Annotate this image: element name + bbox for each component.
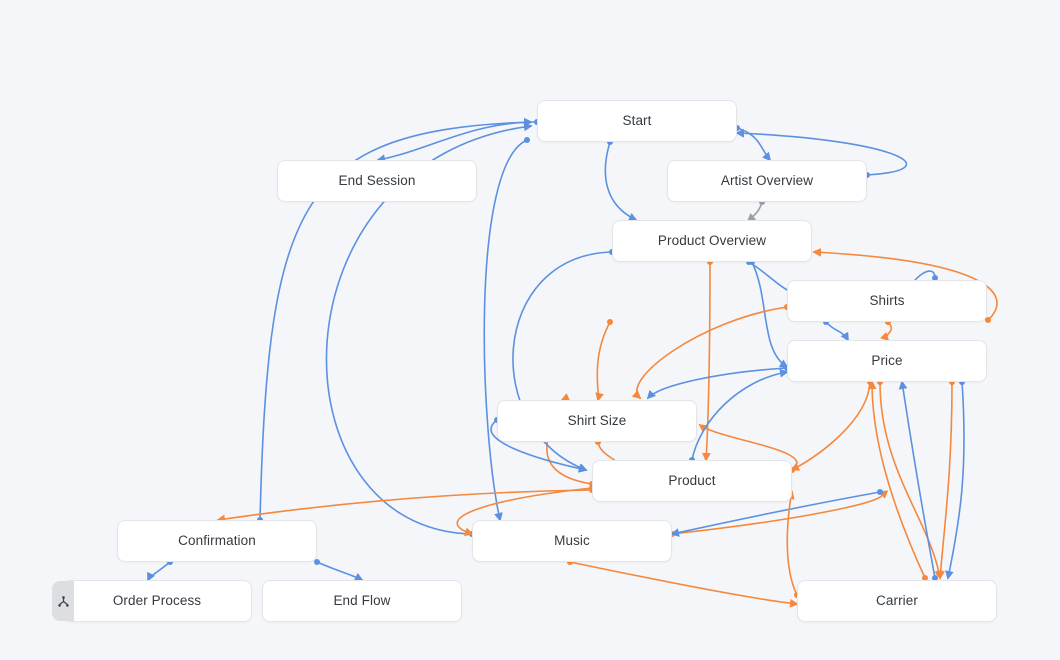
node-label: Artist Overview xyxy=(720,173,814,189)
node-music[interactable]: Music xyxy=(472,520,672,562)
node-label: Confirmation xyxy=(178,533,256,549)
node-artist-overview[interactable]: Artist Overview xyxy=(667,160,867,202)
node-label: Carrier xyxy=(876,593,918,609)
node-order-process[interactable]: Order Process xyxy=(52,580,252,622)
node-label: Music xyxy=(554,533,590,549)
node-label: Start xyxy=(622,113,652,129)
node-product-overview[interactable]: Product Overview xyxy=(612,220,812,262)
node-label: Shirt Size xyxy=(567,413,627,429)
node-product[interactable]: Product xyxy=(592,460,792,502)
node-shirt-size[interactable]: Shirt Size xyxy=(497,400,697,442)
hierarchy-icon xyxy=(52,581,74,621)
node-end-session[interactable]: End Session xyxy=(277,160,477,202)
node-label: Shirts xyxy=(869,293,905,309)
node-start[interactable]: Start xyxy=(537,100,737,142)
node-label: Product xyxy=(668,473,716,489)
node-label: End Session xyxy=(338,173,416,189)
node-label: Order Process xyxy=(112,593,202,609)
node-confirmation[interactable]: Confirmation xyxy=(117,520,317,562)
node-shirts[interactable]: Shirts xyxy=(787,280,987,322)
node-carrier[interactable]: Carrier xyxy=(797,580,997,622)
node-price[interactable]: Price xyxy=(787,340,987,382)
node-end-flow[interactable]: End Flow xyxy=(262,580,462,622)
node-label: End Flow xyxy=(333,593,391,609)
node-label: Price xyxy=(871,353,903,369)
node-label: Product Overview xyxy=(657,233,767,249)
